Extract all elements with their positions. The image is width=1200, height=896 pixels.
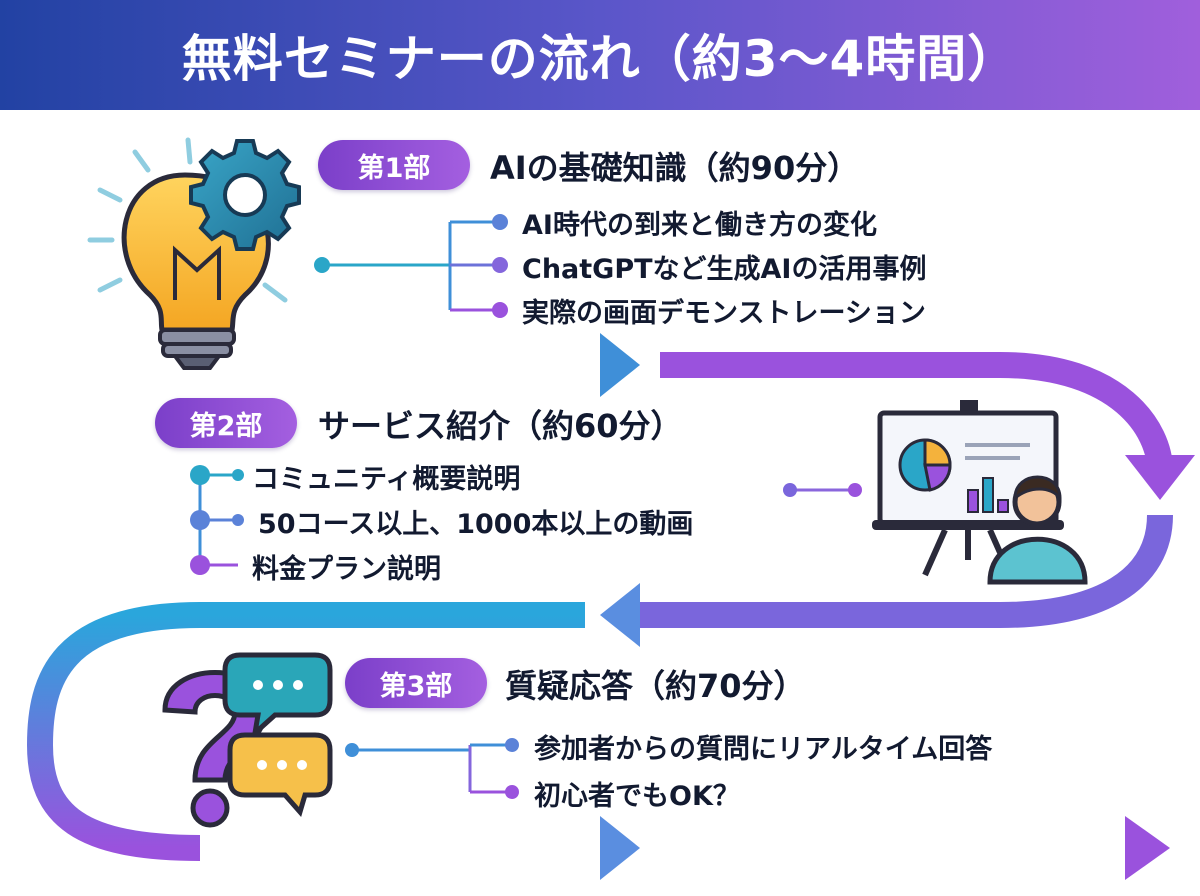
section-1-item-1: AI時代の到来と働き方の変化 — [522, 210, 877, 241]
section-2-title: サービス紹介（約60分） — [318, 407, 683, 445]
section-2-item-3: 料金プラン説明 — [252, 554, 441, 585]
section-1-item-3: 実際の画面デモンストレーション — [522, 298, 926, 329]
lightbulb-gear-icon — [87, 137, 301, 370]
section-2-badge: 第2部 — [155, 398, 297, 448]
presentation-board-icon — [872, 400, 1088, 585]
header-banner: 無料セミナーの流れ（約3〜4時間） — [0, 0, 1200, 110]
section-1-title: AIの基礎知識（約90分） — [490, 149, 860, 187]
page-title: 無料セミナーの流れ（約3〜4時間） — [181, 30, 1019, 88]
flow-band-2 — [26, 602, 585, 861]
flow-arrowhead-5 — [1125, 816, 1170, 880]
section-2-item-1: コミュニティ概要説明 — [252, 464, 521, 495]
flow-curve-right — [660, 352, 1173, 471]
section-3-item-2: 初心者でもOK？ — [534, 781, 740, 812]
section-2-item-2: 50コース以上、1000本以上の動画 — [258, 509, 694, 540]
section-3-badge: 第3部 — [345, 658, 487, 708]
flow-arrowhead-3 — [600, 583, 640, 647]
section-3-item-1: 参加者からの質問にリアルタイム回答 — [534, 734, 993, 765]
section-3-title: 質疑応答（約70分） — [505, 667, 806, 705]
section-1-badge: 第1部 — [318, 140, 470, 190]
flow-arrowhead-2 — [1125, 455, 1195, 500]
section-1-item-2: ChatGPTなど生成AIの活用事例 — [522, 254, 927, 285]
flow-arrowhead-4 — [600, 816, 640, 880]
flow-arrowhead-1 — [600, 333, 640, 397]
question-chat-icon — [162, 652, 333, 828]
